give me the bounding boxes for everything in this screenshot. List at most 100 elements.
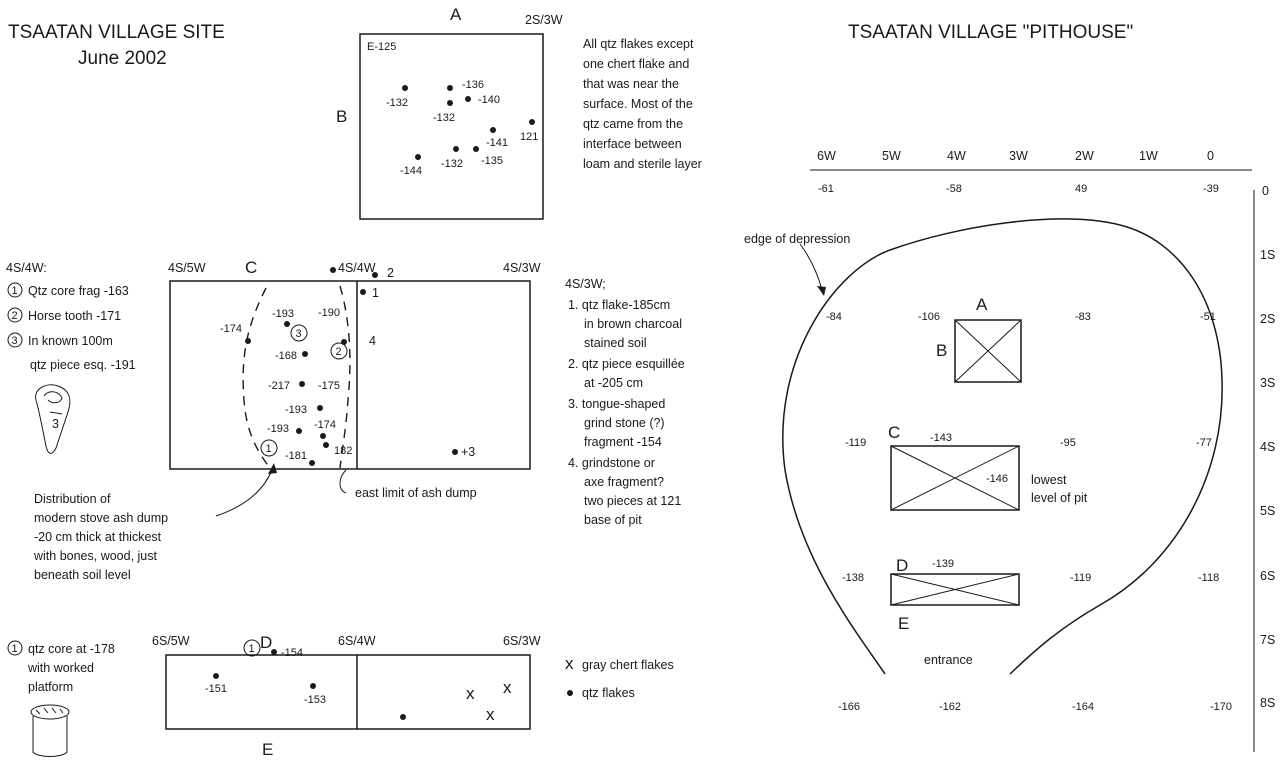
- elev-value: -95: [1060, 437, 1076, 449]
- chert-flake-mark: x: [486, 705, 495, 724]
- elev-value: -143: [930, 432, 952, 444]
- plan-marker-num: 1: [266, 443, 272, 455]
- elev-value: -77: [1196, 437, 1212, 449]
- ash-dump-arrow: [215, 469, 273, 517]
- unit-a-label: A: [450, 5, 462, 24]
- unit-d-label: D: [260, 633, 272, 652]
- find-dot: [529, 119, 535, 125]
- elev-value: -84: [826, 311, 842, 323]
- legend-marker-num: 1: [12, 285, 18, 297]
- site-date: June 2002: [78, 48, 167, 69]
- pit-box-c: [890, 445, 1020, 511]
- find-dot: [473, 146, 479, 152]
- legend-item: In known 100m: [28, 334, 113, 348]
- entrance-label: entrance: [924, 653, 973, 667]
- unit-c-note-3: 3. tongue-shaped grind stone (?) fragmen…: [568, 397, 669, 449]
- unit-c-coord-3: 4S/3W: [503, 261, 541, 275]
- unit-c-point: 182: [334, 445, 352, 457]
- elev-value: -138: [842, 572, 864, 584]
- lowest-level-label: lowest level of pit: [1031, 473, 1088, 505]
- unit-c-note-4: 4. grindstone or axe fragment? two piece…: [568, 456, 685, 527]
- unit-a-box: [359, 33, 544, 220]
- find-dot: [490, 127, 496, 133]
- unit-d-bottom-label: E: [262, 740, 273, 759]
- elev-value: -162: [939, 701, 961, 713]
- unit-c-coord-1: 4S/5W: [168, 261, 206, 275]
- legend-item: Qtz core frag -163: [28, 284, 129, 298]
- elev-value: -119: [845, 437, 866, 449]
- edge-label: edge of depression: [744, 232, 850, 246]
- unit-d-point: -153: [304, 694, 326, 706]
- key-qtz-text: qtz flakes: [582, 686, 635, 700]
- unit-a-point: -141: [486, 137, 508, 149]
- unit-c-plan: 4S/4W: 4S/5W C 4S/4W 4S/3W 1 Qtz core fr…: [6, 258, 685, 582]
- find-dot: [271, 649, 277, 655]
- elev-value: 49: [1075, 183, 1087, 195]
- pit-box-b-label: B: [936, 341, 947, 360]
- unit-d-point: -151: [205, 683, 227, 695]
- depression-outline: [782, 218, 1223, 675]
- unit-c-point: -174: [220, 323, 242, 335]
- pit-box-cross: [954, 319, 1022, 383]
- legend-marker-2: [7, 307, 23, 323]
- find-dot: [402, 85, 408, 91]
- unit-c-right-point: 1: [372, 286, 379, 300]
- y-tick: 3S: [1260, 376, 1275, 390]
- y-tick: 8S: [1260, 696, 1275, 710]
- edge-leader: [799, 243, 823, 291]
- elev-value: -51: [1200, 311, 1216, 323]
- unit-c-point: -175: [318, 380, 340, 392]
- legend-marker-1: [7, 282, 23, 298]
- x-tick: 3W: [1009, 149, 1028, 163]
- east-limit-label: east limit of ash dump: [355, 486, 477, 500]
- ash-dump-limit-west: [242, 287, 271, 469]
- plan-marker-2: [330, 342, 348, 360]
- unit-c-right-point: +3: [461, 445, 475, 459]
- x-tick: 2W: [1075, 149, 1094, 163]
- elev-value: -118: [1198, 572, 1219, 584]
- pit-box-a-label: A: [976, 295, 988, 314]
- elev-value: -146: [986, 473, 1008, 485]
- find-dot: [447, 100, 453, 106]
- key-chert-symbol: x: [565, 654, 574, 673]
- unit-c-label: C: [245, 258, 257, 277]
- unit-a-point: 121: [520, 131, 538, 143]
- unit-c-coord-2: 4S/4W: [338, 261, 376, 275]
- legend-marker-num: 1: [12, 643, 18, 655]
- arrow-head: [268, 463, 277, 474]
- find-dot: [284, 321, 290, 327]
- unit-c-note-1: 1. qtz flake-185cm in brown charcoal sta…: [568, 298, 685, 350]
- find-dot: [310, 683, 316, 689]
- find-dot: [323, 442, 329, 448]
- legend-marker-3: [7, 332, 23, 348]
- find-dot: [452, 449, 458, 455]
- unit-a-point: -132: [386, 97, 408, 109]
- plan-marker-1: [243, 639, 261, 657]
- unit-a-point: -144: [400, 165, 422, 177]
- plan-marker-num: 3: [296, 328, 302, 340]
- legend-marker-num: 3: [12, 335, 18, 347]
- stone-sketch: 3: [35, 384, 71, 454]
- unit-c-right-point: 2: [387, 266, 394, 280]
- y-tick: 1S: [1260, 248, 1275, 262]
- unit-c-point: -193: [285, 404, 307, 416]
- x-tick: 0: [1207, 149, 1214, 163]
- y-tick: 6S: [1260, 569, 1275, 583]
- find-dot: [309, 460, 315, 466]
- find-dot: [453, 146, 459, 152]
- elev-value: -106: [918, 311, 940, 323]
- chert-flake-mark: x: [466, 684, 475, 703]
- unit-a-point: -135: [481, 155, 503, 167]
- unit-c-box: [169, 280, 531, 470]
- unit-c-point: -190: [318, 307, 340, 319]
- pit-box-cross: [890, 445, 1020, 511]
- find-dot: [372, 272, 378, 278]
- find-dot: [317, 405, 323, 411]
- east-limit-leader: [339, 469, 347, 494]
- key-chert-text: gray chert flakes: [582, 658, 674, 672]
- y-tick: 5S: [1260, 504, 1275, 518]
- find-dot: [360, 289, 366, 295]
- unit-d-coord-2: 6S/4W: [338, 634, 376, 648]
- pithouse-title: TSAATAN VILLAGE "PITHOUSE": [848, 22, 1133, 43]
- unit-a-side-label: B: [336, 107, 347, 126]
